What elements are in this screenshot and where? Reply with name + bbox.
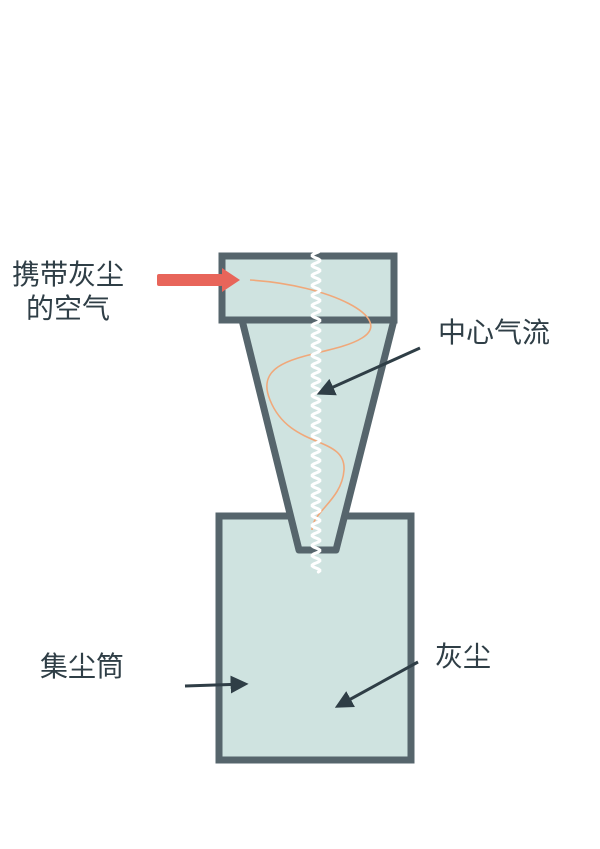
central-airflow xyxy=(310,216,322,574)
label-collector: 集尘筒 xyxy=(40,650,125,683)
pointer-dust xyxy=(334,660,419,708)
spiral-airflow xyxy=(249,279,372,531)
label-central-flow: 中心气流 xyxy=(438,316,551,349)
label-dusty-air: 携带灰尘 的空气 xyxy=(12,258,124,326)
label-dusty-air-line1: 携带灰尘 xyxy=(12,258,125,291)
pointer-collector xyxy=(184,675,249,694)
cyclone-cylinder xyxy=(218,252,398,324)
pointer-central-flow xyxy=(316,346,421,396)
inlet-arrow xyxy=(157,268,240,292)
label-dusty-air-line2: 的空气 xyxy=(26,292,111,325)
label-dust: 灰尘 xyxy=(435,640,492,673)
